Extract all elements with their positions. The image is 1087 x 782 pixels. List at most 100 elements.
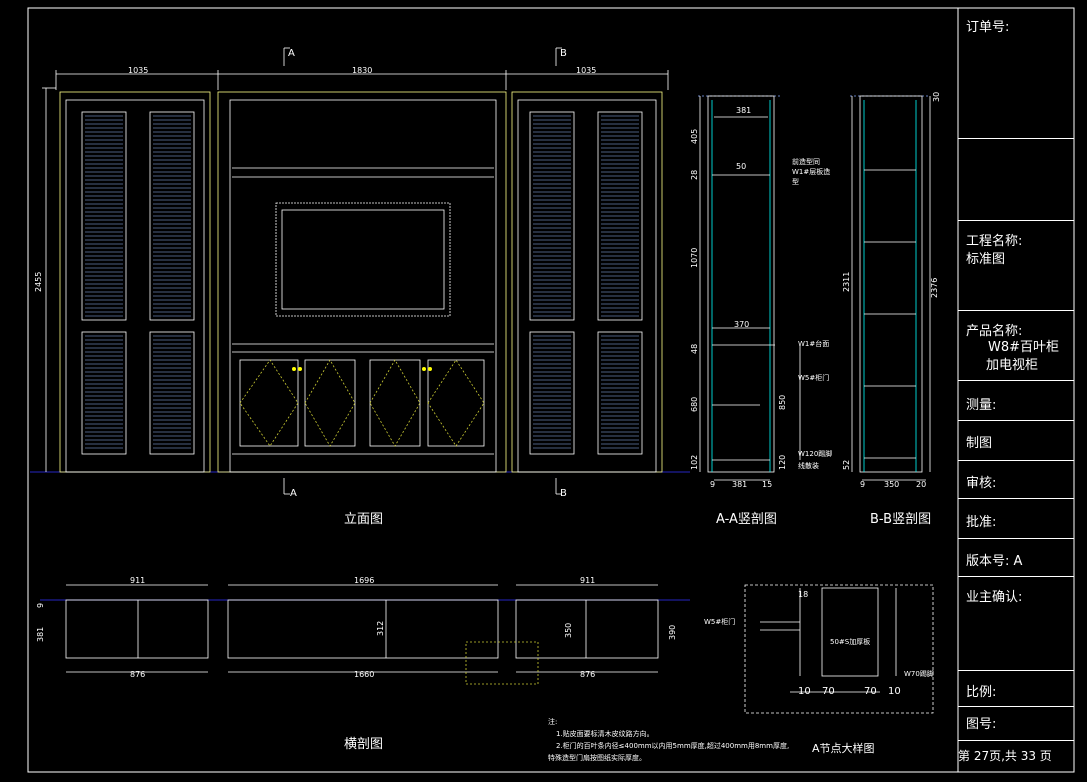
product-label: 产品名称: [966, 324, 1023, 339]
detail-dim-10a: 10 [798, 686, 811, 697]
aa-callout-4-line1: W120踢脚 [798, 450, 833, 458]
detail-dim-70a: 70 [822, 686, 835, 697]
plan-dim-bot-center: 1660 [354, 670, 375, 679]
tb-line-5 [958, 420, 1074, 421]
drawing-label: 制图 [966, 436, 993, 451]
aa-dim-1070: 1070 [690, 247, 699, 268]
detail-callout-door: W5#柜门 [704, 618, 736, 626]
section-mark-b-top: B [560, 48, 567, 59]
plan-dim-9: 9 [36, 602, 45, 608]
elev-dim-center: 1830 [352, 66, 373, 75]
project-value: 标准图 [966, 252, 1006, 267]
page-count: 第 27页,共 33 页 [958, 749, 1052, 763]
aa-dim-405: 405 [690, 128, 699, 144]
scale-label: 比例: [966, 685, 997, 700]
detail-dim-18: 18 [798, 590, 809, 599]
bb-dim-2376: 2376 [930, 277, 939, 298]
bb-dim-30: 30 [932, 91, 941, 102]
bb-dim-52: 52 [842, 459, 851, 470]
aa-dim-28: 28 [690, 169, 699, 180]
aa-dim-top: 381 [736, 106, 752, 115]
notes-line-2: 2.柜门的百叶条内径≤400mm以内用5mm厚度,超过400mm用8mm厚度, [556, 742, 790, 750]
elev-dim-height: 2455 [34, 271, 43, 292]
detail-view [744, 584, 934, 714]
notes-line-3: 特殊造型门扇按图纸实际厚度。 [548, 754, 646, 762]
elevation-title: 立面图 [344, 512, 384, 527]
aa-dim-120: 120 [778, 454, 787, 470]
detail-dim-10b: 10 [888, 686, 901, 697]
approve-label: 批准: [966, 515, 997, 530]
review-label: 审核: [966, 476, 997, 491]
plan-dim-top-left: 911 [130, 576, 146, 585]
plan-dim-bot-left: 876 [130, 670, 146, 679]
aa-dim-680: 680 [690, 396, 699, 412]
tb-line-1 [958, 138, 1074, 139]
aa-callout-3: W5#柜门 [798, 374, 830, 382]
product-value-1: W8#百叶柜 [988, 340, 1060, 355]
louver-frame [81, 111, 127, 321]
project-label: 工程名称: [966, 234, 1023, 249]
detail-dim-70b: 70 [864, 686, 877, 697]
louver-panels [81, 111, 643, 455]
drawing-frame [27, 7, 1075, 773]
tb-line-12 [958, 740, 1074, 741]
aa-dim-850: 850 [778, 394, 787, 410]
aa-dim-50: 50 [736, 162, 747, 171]
detail-callout-foot: W70踢脚 [904, 670, 934, 678]
section-aa-title: A-A竖剖图 [716, 512, 777, 527]
plan-dim-bot-right: 876 [580, 670, 596, 679]
notes-line-1: 1.贴皮面要标清木皮纹路方向。 [556, 730, 654, 738]
plan-section-title: 横剖图 [344, 737, 384, 752]
elevation-view [30, 47, 690, 495]
tb-line-7 [958, 498, 1074, 499]
tb-line-4 [958, 380, 1074, 381]
measure-label: 测量: [966, 398, 997, 413]
tb-line-9 [958, 576, 1074, 577]
section-bb-title: B-B竖剖图 [870, 512, 932, 527]
aa-callout-2: W1#台面 [798, 340, 830, 348]
aa-dim-b9: 9 [710, 480, 716, 489]
detail-title: A节点大样图 [812, 742, 875, 755]
louver-frame [597, 331, 643, 455]
tb-line-8 [958, 538, 1074, 539]
louver-frame [529, 331, 575, 455]
plan-dim-top-center: 1696 [354, 576, 375, 585]
tb-line-3 [958, 310, 1074, 311]
louver-frame [81, 331, 127, 455]
tb-line-2 [958, 220, 1074, 221]
aa-dim-102: 102 [690, 454, 699, 470]
section-bb-view [850, 95, 931, 481]
bb-dim-b350: 350 [884, 480, 900, 489]
section-mark-b-bottom: B [560, 488, 567, 499]
aa-dim-370: 370 [734, 320, 750, 329]
detail-callout-plank: 50#S加厚板 [830, 638, 871, 646]
aa-dim-b381: 381 [732, 480, 748, 489]
aa-callout-1-line1: 前造型同 [792, 158, 820, 166]
section-mark-a-bottom: A [290, 488, 297, 499]
elev-dim-right: 1035 [576, 66, 597, 75]
plan-dim-312: 312 [376, 620, 385, 636]
tb-line-10 [958, 670, 1074, 671]
owner-confirm-label: 业主确认: [966, 590, 1023, 605]
drawing-no-label: 图号: [966, 717, 997, 732]
product-value-2: 加电视柜 [986, 358, 1039, 373]
notes-head: 注: [548, 718, 558, 726]
aa-callout-4-line2: 线散装 [798, 462, 819, 470]
aa-dim-48: 48 [690, 343, 699, 354]
louver-frame [529, 111, 575, 321]
section-mark-a-top: A [288, 48, 295, 59]
aa-callout-1-line2: W1#层板造 [792, 168, 831, 176]
version-label: 版本号: A [966, 554, 1023, 569]
tb-line-6 [958, 460, 1074, 461]
plan-dim-390: 390 [668, 624, 677, 640]
louver-frame [149, 331, 195, 455]
plan-dim-350: 350 [564, 622, 573, 638]
bb-dim-b20: 20 [916, 480, 927, 489]
plan-dim-381: 381 [36, 626, 45, 642]
aa-dim-b15: 15 [762, 480, 773, 489]
louver-frame [149, 111, 195, 321]
section-aa-view [698, 95, 801, 481]
plan-dim-top-right: 911 [580, 576, 596, 585]
tb-line-11 [958, 706, 1074, 707]
